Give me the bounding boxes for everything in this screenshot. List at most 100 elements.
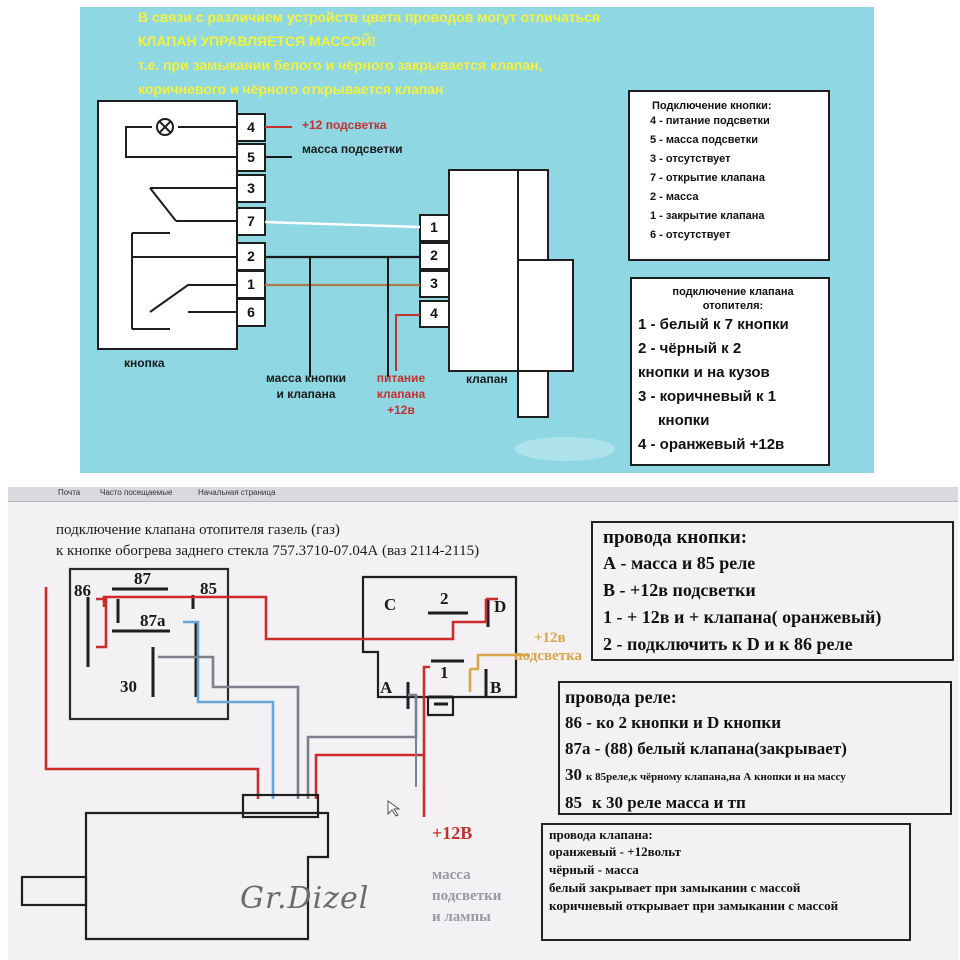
bookmark-home[interactable]: Начальная страница [198,488,276,497]
bottom-wiring-diagram [20,567,530,941]
headline-line-1: В связи с различием устройств цвета пров… [138,9,601,25]
wire-black-ground-drop-2 [387,256,420,377]
headline-line-3: т.е. при замыкании белого и чёрного закр… [138,57,543,73]
button-connection-box: Подключение кнопки: 4 - питание подсветк… [628,90,830,261]
relay-pin-86: 86 [74,581,91,600]
button-wires-box: провода кнопки: А - масса и 85 реле В - … [591,521,954,661]
valve-wires-title: провода клапана: [549,827,653,842]
button-box-row: 5 - масса подсветки [650,134,758,146]
relay-pin-85: 85 [200,579,217,598]
button-pin-boxes [236,113,266,327]
browser-bookmarks-bar: Почта Часто посещаемые Начальная страниц… [8,487,958,502]
relay-wires-row-85: 85 к 30 реле масса и тп [565,793,746,812]
label-plus12-backlight-orange: +12в подсветка [514,630,582,664]
bottom-title-line-2: к кнопке обогрева заднего стекла 757.371… [56,543,480,559]
valve-pin-2: 2 [430,247,438,263]
label-plus12: +12В [432,823,473,843]
label-valve-power: питание клапана +12в [376,371,426,417]
image-blur-artifact [515,437,615,461]
wire-gray-30 [158,655,300,799]
label-ground-button-valve: масса кнопки и клапана [265,371,347,401]
relay-pin-30: 30 [120,677,137,696]
button-pin-4: 4 [247,119,255,135]
valve-box-row: кнопки и на кузов [638,364,770,381]
relay-wires-box: провода реле: 86 - ко 2 кнопки и D кнопк… [558,681,952,815]
wire-orange-b [470,653,530,671]
button-box-row: 6 - отсутствует [650,229,731,241]
bookmark-mail[interactable]: Почта [58,488,81,497]
button-box-row: 3 - отсутствует [650,153,731,165]
bottom-diagram-panel: Почта Часто посещаемые Начальная страниц… [8,487,958,960]
button-box-row: 2 - масса [650,191,699,203]
valve-box-row: 4 - оранжевый +12в [638,436,785,453]
author-signature: Gr.Dizel [240,881,370,916]
button-pin-6: 6 [247,304,255,320]
valve-box-row: 3 - коричневый к 1 [638,388,777,405]
valve-connection-box: подключение клапана отопителя: 1 - белый… [630,277,830,466]
wire-red-relay-side [44,587,260,799]
button-box-row: 4 - питание подсветки [650,115,770,127]
label-button: кнопка [124,356,165,370]
valve-body [448,169,574,418]
switch-pin-a: A [380,678,393,697]
label-backlight-ground: масса подсветки [302,142,403,156]
relay-body [68,567,230,721]
valve-connector [241,793,320,819]
relay-wires-row: 87а - (88) белый клапана(закрывает) [565,739,847,758]
switch-pin-2: 2 [440,589,449,608]
valve-wires-row: коричневый открывает при замыкании с мас… [549,898,839,913]
valve-nozzle [20,875,88,907]
headline-line-2: КЛАПАН УПРАВЛЯЕТСЯ МАССОЙ! [138,33,376,49]
button-box-row: 1 - закрытие клапана [650,210,765,222]
button-wires-row: В - +12в подсветки [603,580,756,600]
switch-pin-c: C [384,595,397,614]
valve-box-title: подключение клапана отопителя: [672,286,794,312]
button-wires-row: 2 - подключить к D и к 86 реле [603,634,853,654]
switch-pin-1: 1 [440,663,449,682]
switch-body [361,575,518,717]
relay-wires-title: провода реле: [565,687,677,707]
valve-pin-1: 1 [430,219,438,235]
button-wires-row: 1 - + 12в и + клапана( оранжевый) [603,607,882,627]
valve-wires-box: провода клапана: оранжевый - +12вольт чё… [541,823,911,941]
button-pin-7: 7 [247,213,255,229]
valve-wires-row: чёрный - масса [549,862,639,877]
button-lamp-circuit [125,118,237,158]
button-switch-contacts [131,187,237,330]
valve-wires-row: оранжевый - +12вольт [549,844,681,859]
bookmark-frequent[interactable]: Часто посещаемые [100,488,173,497]
valve-box-row: кнопки [658,412,710,429]
relay-pin-87a: 87а [140,611,166,630]
label-valve: клапан [466,372,508,386]
valve-body [84,811,330,941]
button-pin-2: 2 [247,248,255,264]
button-box-title: Подключение кнопки: [652,100,772,112]
valve-pin-4: 4 [430,305,438,321]
wire-blue-87a [183,620,275,799]
relay-pin-87: 87 [134,569,151,588]
button-wires-title: провода кнопки: [603,527,748,548]
top-wiring-diagram [97,100,615,461]
relay-wires-row-30: 30 к 85реле,к чёрному клапана,на А кнопк… [565,765,846,784]
button-box-row: 7 - открытие клапана [650,172,765,184]
wire-red-top [102,595,488,641]
wire-red-power [395,314,420,371]
label-plus12-backlight: +12 подсветка [302,118,387,132]
button-pin-5: 5 [247,149,255,165]
headline-line-4: коричневого и чёрного открывается клапан [138,81,444,97]
valve-wires-row: белый закрывает при замыкании с массой [549,880,801,895]
valve-box-row: 1 - белый к 7 кнопки [638,316,789,333]
button-pin-3: 3 [247,180,255,196]
button-body [97,100,238,350]
relay-wires-row: 86 - ко 2 кнопки и D кнопки [565,713,782,732]
switch-contacts [406,599,490,709]
valve-pin-3: 3 [430,275,438,291]
wire-gray-a [306,693,418,799]
bottom-title-line-1: подключение клапана отопителя газель (га… [56,522,340,538]
valve-box-row: 2 - чёрный к 2 [638,340,742,357]
wire-white-7-to-1 [264,220,421,229]
mouse-cursor-icon [387,800,401,817]
wire-red-86 [96,597,108,649]
button-pin-1: 1 [247,276,255,292]
button-wires-row: А - масса и 85 реле [603,553,756,573]
